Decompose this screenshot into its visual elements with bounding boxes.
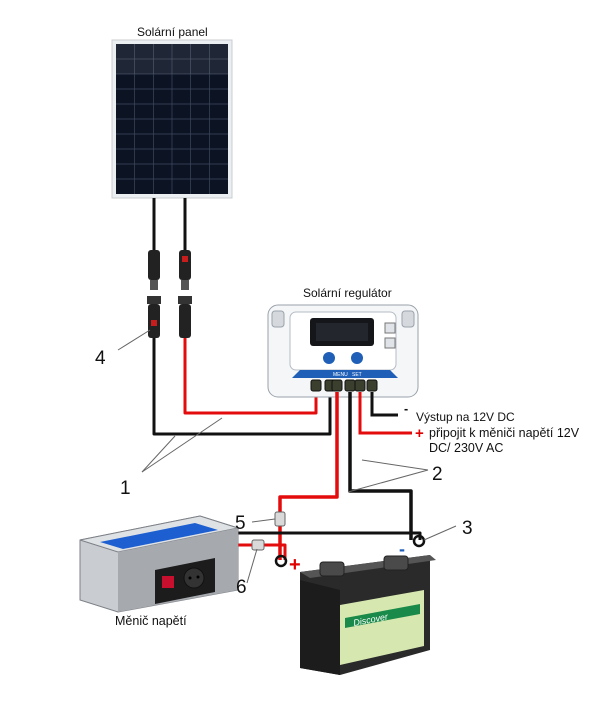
regulator-label: Solární regulátor xyxy=(303,286,392,300)
ring-terminal-negative xyxy=(412,534,426,548)
output-12v-minus: - xyxy=(404,402,409,416)
callout-leader-lines xyxy=(117,329,457,584)
callout-1: 1 xyxy=(120,478,131,499)
regulator-output-cables xyxy=(358,392,412,435)
inverter-label: Měnič napětí xyxy=(115,614,187,628)
output-inverter-label-line1: připojit k měniči napětí 12V xyxy=(429,426,580,440)
fuse-battery xyxy=(274,511,286,527)
ring-terminal-positive xyxy=(274,554,288,568)
battery xyxy=(300,555,436,675)
battery-cables xyxy=(232,392,422,560)
callout-4: 4 xyxy=(95,348,106,369)
solar-panel xyxy=(111,39,233,199)
mc4-connector-negative xyxy=(147,250,161,338)
output-inverter-plus: + xyxy=(415,425,424,442)
callout-6: 6 xyxy=(236,577,247,598)
battery-minus-sign: - xyxy=(399,539,405,559)
solar-panel-label: Solární panel xyxy=(137,25,208,39)
regulator-set-label: SET xyxy=(352,372,362,378)
regulator-menu-label: MENU xyxy=(333,372,348,378)
panel-cables xyxy=(152,198,332,436)
battery-plus-sign: + xyxy=(289,554,301,576)
output-inverter-label-line2: DC/ 230V AC xyxy=(429,441,504,455)
inverter xyxy=(79,515,239,613)
callout-2: 2 xyxy=(432,464,443,485)
solar-regulator xyxy=(267,304,419,398)
mc4-connector-positive xyxy=(178,250,192,338)
output-12v-label: Výstup na 12V DC xyxy=(416,410,515,424)
callout-5: 5 xyxy=(235,513,246,534)
callout-3: 3 xyxy=(462,518,473,539)
fuse-inverter xyxy=(251,539,265,551)
